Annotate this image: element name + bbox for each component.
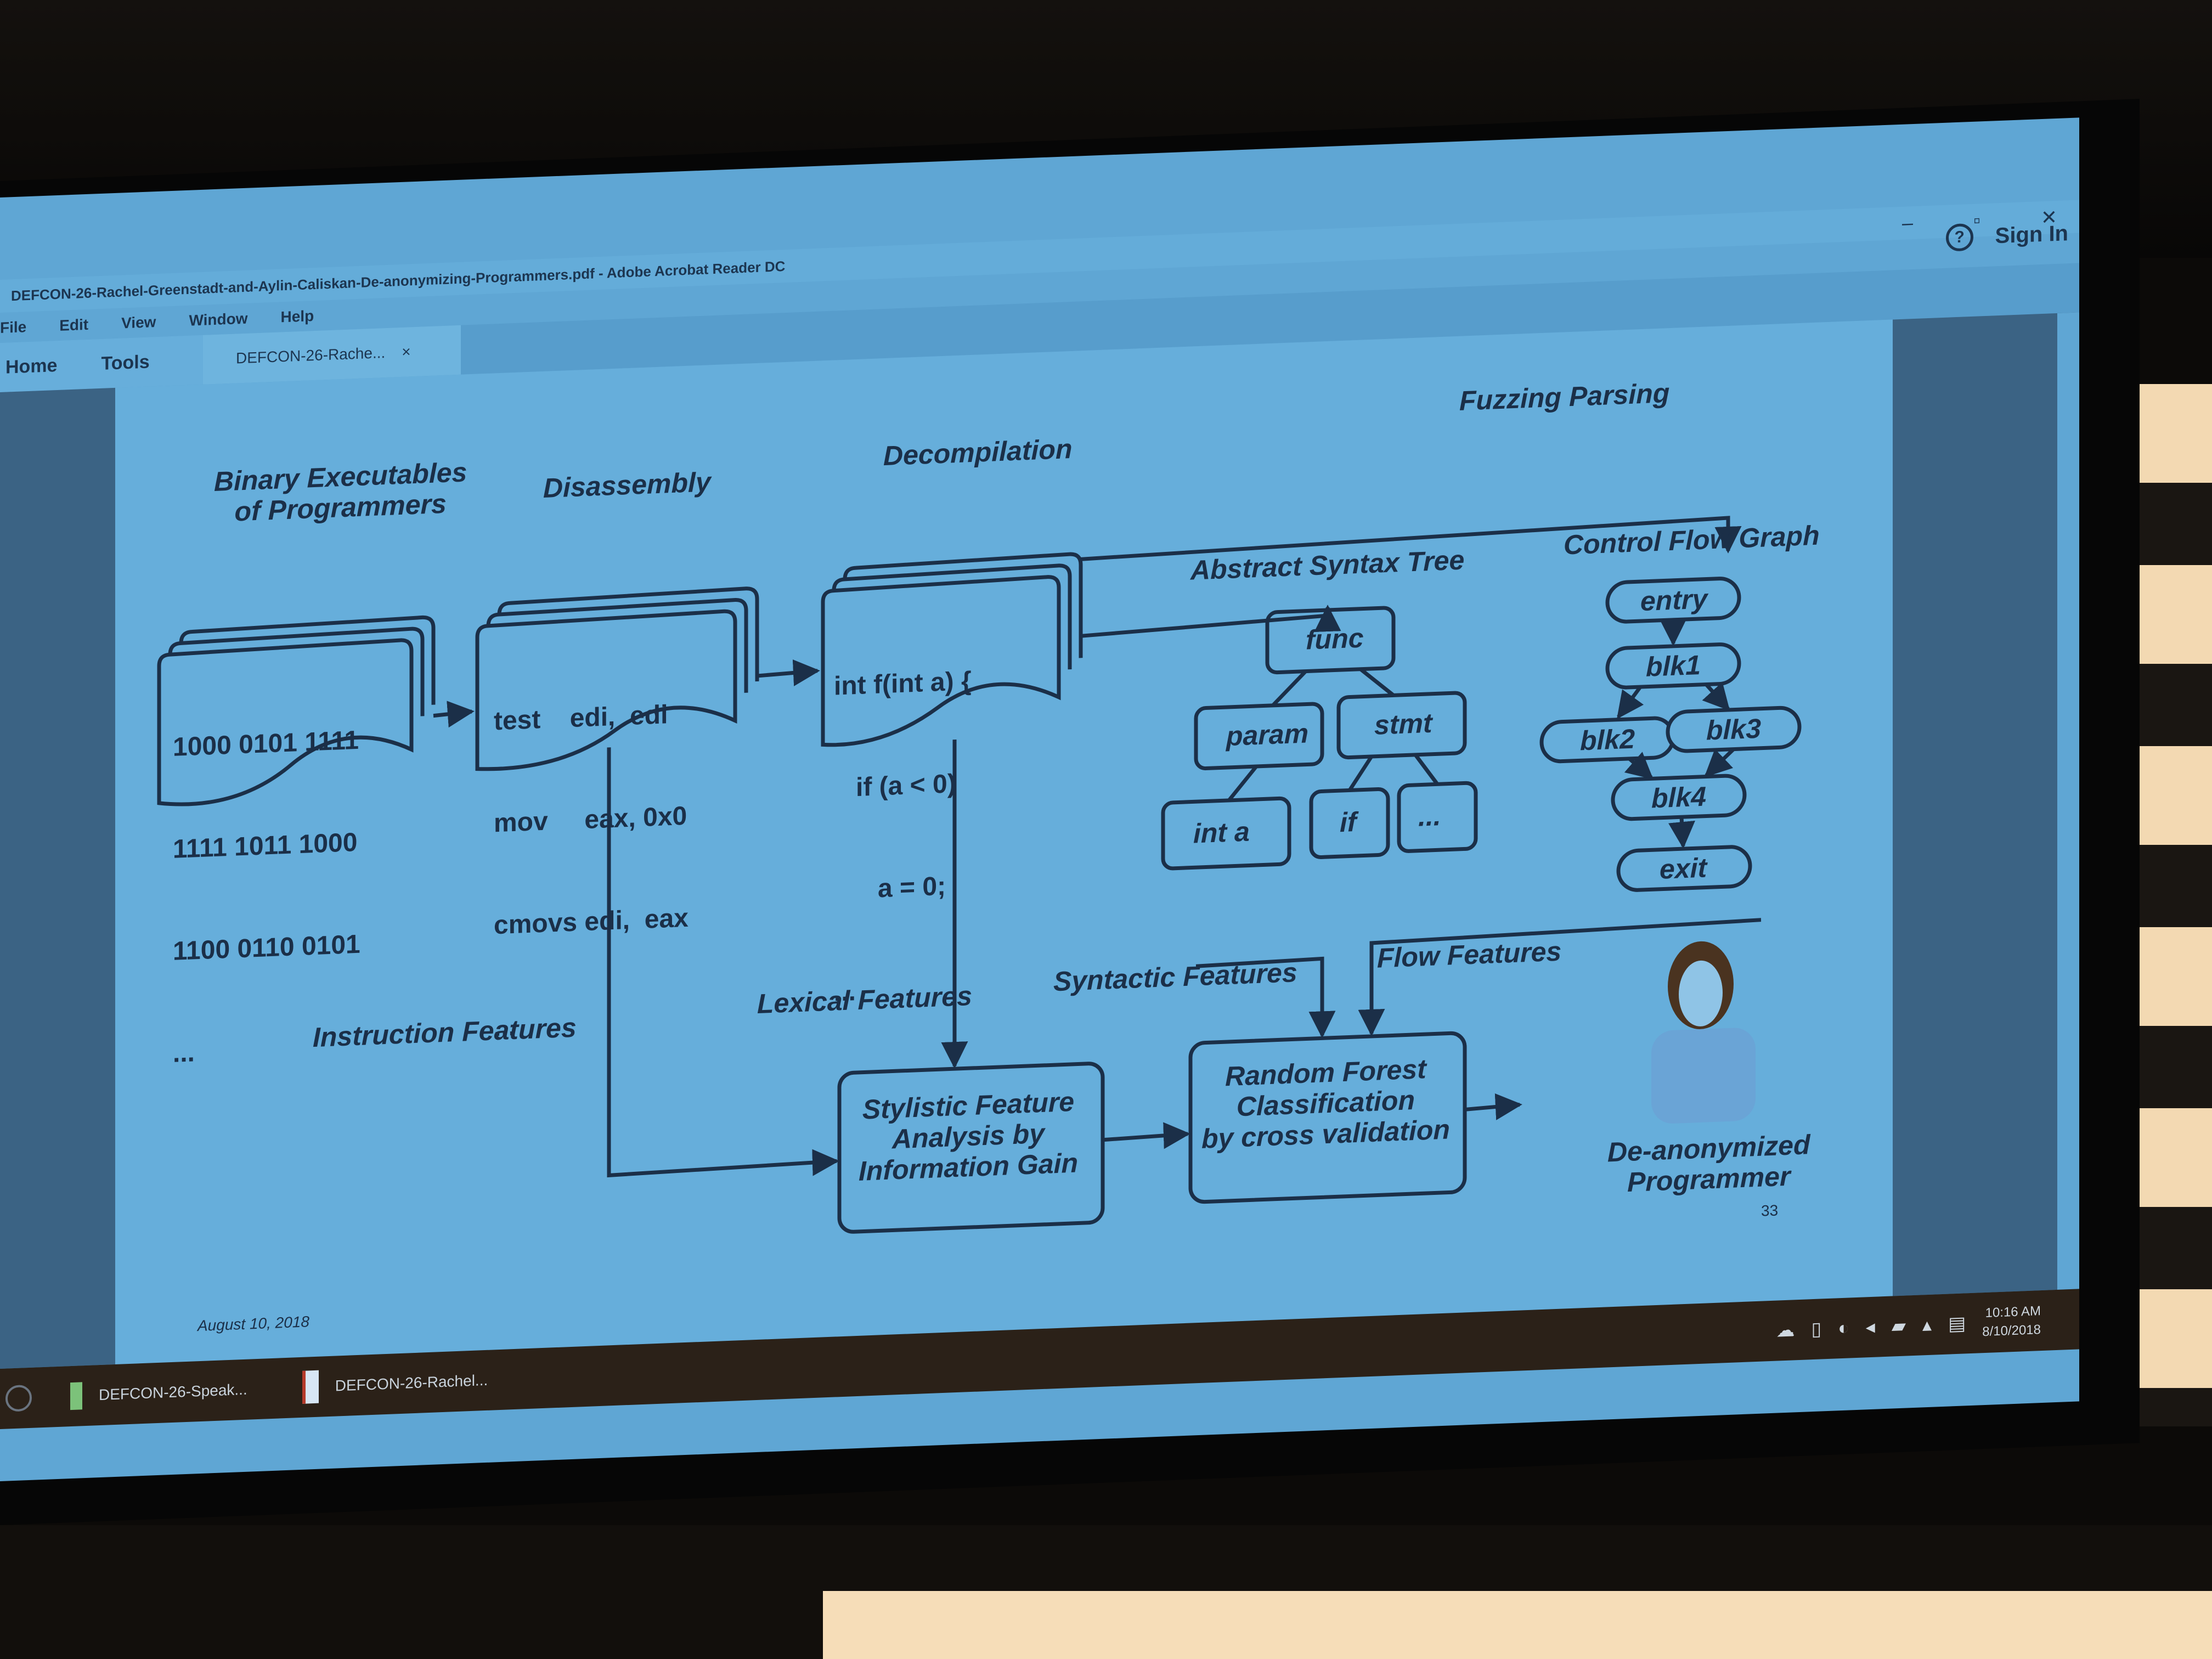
binary-line: 1111 1011 1000 [173,827,358,864]
tab-close-icon[interactable]: × [402,343,411,360]
taskbar-item-label: DEFCON-26-Rachel... [335,1371,488,1395]
cfg-node-blk3: blk3 [1706,713,1762,746]
asm-line: mov eax, 0x0 [494,801,687,838]
clock-date: 8/10/2018 [1982,1322,2041,1340]
toolbar-right: ? Sign In [1945,219,2068,252]
cfg-node-blk1: blk1 [1646,649,1701,682]
keyboard-icon[interactable]: ▤ [1948,1313,1966,1335]
clock-time: 10:16 AM [1985,1304,2041,1321]
help-icon[interactable]: ? [1945,223,1973,252]
cfg-node-blk2: blk2 [1580,723,1635,757]
nav-tabs: Home Tools [0,335,203,392]
sign-in-button[interactable]: Sign In [1995,221,2068,248]
ast-node-param: param [1226,718,1309,752]
tab-tools[interactable]: Tools [101,351,150,374]
left-panel [0,387,115,1369]
asm-line: test edi, edi [494,700,668,736]
volume-icon[interactable]: ◂ [1865,1316,1875,1338]
deanonymized-programmer-label: De-anonymized Programmer [1607,1129,1810,1198]
ast-node-ellipsis: ... [1418,800,1441,832]
shield-icon[interactable]: ◐ [1838,1317,1849,1339]
network-icon[interactable]: ▰ [1891,1315,1906,1337]
pdf-page: Binary Executables of Programmers 1000 0… [115,319,1893,1364]
menu-help[interactable]: Help [280,307,314,325]
taskbar-item-speaker-notes[interactable]: DEFCON-26-Speak... [54,1359,264,1427]
binary-line: 1000 0101 1111 [173,725,359,762]
decompilation-doc-stack [821,552,1083,747]
menu-window[interactable]: Window [189,309,248,329]
battery-icon[interactable]: ▯ [1811,1318,1822,1340]
pdf-icon [302,1370,319,1404]
binary-doc-stack [157,615,436,806]
ast-node-if: if [1340,806,1357,838]
menu-file[interactable]: File [0,318,27,336]
binary-line: 1100 0110 0101 [173,929,360,966]
c-line: a = 0; [834,871,946,905]
taskbar-item-acrobat[interactable]: DEFCON-26-Rachel... [286,1350,505,1418]
cloud-icon[interactable]: ☁ [1776,1319,1795,1341]
right-panel [1893,312,2079,1296]
slide-page-number: 33 [1761,1201,1779,1220]
monitor-screen: DEFCON-26-Rachel-Greenstadt-and-Aylin-Ca… [0,117,2079,1482]
cfg-node-exit: exit [1660,852,1707,885]
binary-title: Binary Executables of Programmers [214,456,467,528]
system-tray: ☁ ▯ ◐ ◂ ▰ ▴ ▤ 10:16 AM 8/10/2018 [1776,1290,2041,1361]
room-light-fixture [2129,384,2212,1426]
disassembly-doc-stack [475,586,759,771]
cfg-node-blk4: blk4 [1651,781,1707,814]
stylistic-analysis-box: Stylistic Feature Analysis by Informatio… [859,1086,1078,1187]
programmer-avatar-icon [1651,941,1756,1124]
room-light-panel [823,1591,2212,1659]
vertical-scrollbar[interactable] [2057,312,2079,1290]
menu-edit[interactable]: Edit [59,315,89,334]
taskbar-item-label: DEFCON-26-Speak... [99,1380,247,1404]
disassembly-title: Disassembly [543,466,711,504]
binary-code: 1000 0101 1111 1111 1011 1000 1100 0110 … [173,656,360,1139]
start-button[interactable] [5,1384,32,1412]
minimize-button[interactable]: – [1902,211,1914,234]
menu-view[interactable]: View [121,313,156,332]
c-line: int f(int a) { [834,666,972,701]
tab-home[interactable]: Home [5,354,58,378]
cfg-node-entry: entry [1640,583,1708,617]
ast-node-int-a: int a [1193,816,1250,849]
pipeline-diagram [157,516,1802,1234]
ast-node-func: func [1306,622,1364,656]
chevron-up-icon[interactable]: ▴ [1922,1314,1932,1336]
c-line: if (a < 0) [834,769,956,803]
document-icon [70,1382,82,1410]
random-forest-box: Random Forest Classification by cross va… [1201,1052,1450,1154]
ast-node-stmt: stmt [1374,707,1432,741]
clock[interactable]: 10:16 AM 8/10/2018 [1982,1302,2041,1341]
asm-line: cmovs edi, eax [494,903,689,940]
tab-document-label: DEFCON-26-Rache... [236,344,386,367]
